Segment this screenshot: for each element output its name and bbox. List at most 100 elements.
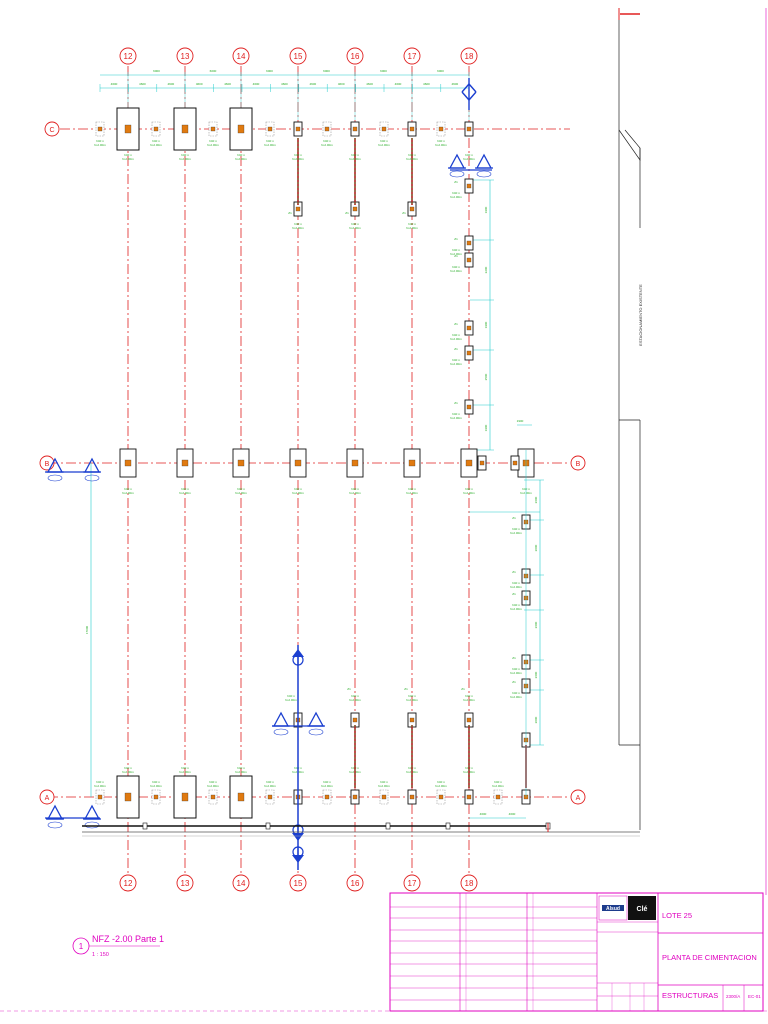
axis-bubble-16: [346, 47, 364, 65]
elevation-tag: [47, 821, 63, 829]
footing-note: N-2.00m: [321, 784, 333, 788]
footing-note: h40 n: [124, 766, 132, 770]
axis-label-12: 12: [124, 52, 133, 61]
footing-note: N-2.00m: [207, 784, 219, 788]
elevation-tag: [84, 821, 100, 829]
axis-label-B: B: [576, 461, 581, 468]
footing-note: h40 n: [452, 412, 460, 416]
footing-note: h40 n: [380, 780, 388, 784]
footing-note: h40 n: [512, 691, 520, 695]
dim-text-right: 2500: [484, 373, 488, 380]
axis-label-A: A: [576, 795, 581, 802]
dim-text-right: 1900: [484, 424, 488, 431]
pile-core: [295, 206, 301, 212]
pile-core: [153, 794, 159, 800]
pile-label: Z1: [454, 347, 458, 351]
footing-note: h40 n: [380, 139, 388, 143]
footing-note: N-2.00m: [450, 269, 462, 273]
axis-label-14: 14: [237, 52, 246, 61]
dim-text-span: 6000: [323, 69, 330, 73]
footing-note: N-2.00m: [378, 143, 390, 147]
footing-note: N-2.00m: [510, 531, 522, 535]
footing-note: N-2.00m: [94, 143, 106, 147]
elevation-tag: [476, 170, 492, 178]
pile-core: [324, 126, 330, 132]
axis-bubble-15: [289, 47, 307, 65]
pile-label: Z1: [461, 687, 465, 691]
footing-note: N-2.00m: [510, 671, 522, 675]
dim-text-top: 4600: [167, 82, 174, 86]
pile-core: [409, 206, 415, 212]
axis-label-18: 18: [465, 52, 474, 61]
footing-note: N-2.00m: [285, 698, 297, 702]
footing-note: N-2.00m: [235, 770, 247, 774]
view-scale: 1 : 150: [92, 952, 109, 958]
footing-note: h40 n: [408, 694, 416, 698]
column-core: [124, 792, 132, 802]
dim-text-top: 4600: [224, 82, 231, 86]
axis-bubble-B: [570, 455, 586, 471]
pile-core: [495, 794, 501, 800]
footing-note: N-2.00m: [235, 491, 247, 495]
footing-note: N-2.00m: [510, 695, 522, 699]
discipline: ESTRUCTURAS: [662, 991, 718, 1000]
dim-text-right-lower: 2600: [534, 621, 538, 628]
pile-core: [438, 126, 444, 132]
footing-note: h40 n: [465, 694, 473, 698]
footing-note: h40 n: [152, 139, 160, 143]
elevation-tag: [47, 474, 63, 482]
axis-bubble-A: [39, 789, 55, 805]
footing-note: N-2.00m: [150, 143, 162, 147]
footing-note: N-2.00m: [94, 784, 106, 788]
footing-note: N-2.00m: [510, 585, 522, 589]
pile-label: Z1: [454, 180, 458, 184]
axis-bubble-C: [44, 121, 60, 137]
dim-text-span: 6000: [210, 69, 217, 73]
column-core: [237, 792, 245, 802]
axis-bubble-13: [176, 47, 194, 65]
axis-bubble-A: [570, 789, 586, 805]
column-core: [124, 124, 132, 134]
footing-note: h40 n: [152, 780, 160, 784]
axis-label-17: 17: [408, 52, 417, 61]
pile-label: Z1: [512, 592, 516, 596]
pile-core: [466, 717, 472, 723]
dim-text-span: 6000: [380, 69, 387, 73]
footing-note: N-2.00m: [292, 226, 304, 230]
footing-note: N-2.00m: [463, 157, 475, 161]
dim-text-top: 4600: [395, 82, 402, 86]
dim-text-top: 4600: [281, 82, 288, 86]
dim-text-right: 1900: [484, 206, 488, 213]
pile-core: [97, 126, 103, 132]
column-core: [181, 459, 189, 467]
footing-note: N-2.00m: [435, 784, 447, 788]
footing-note: h40 n: [465, 487, 473, 491]
footing-note: h40 n: [294, 222, 302, 226]
axis-label-17: 17: [408, 879, 417, 888]
pile-core: [479, 460, 485, 466]
axis-label-18: 18: [465, 879, 474, 888]
pile-label: Z1: [512, 570, 516, 574]
footing-note: h40 n: [452, 191, 460, 195]
footing-note: N-2.00m: [179, 770, 191, 774]
dim-text-right-lower: 2600: [534, 496, 538, 503]
footing-note: h40 n: [452, 333, 460, 337]
footing-note: h40 n: [209, 780, 217, 784]
footing-note: N-2.00m: [510, 607, 522, 611]
column-core: [237, 124, 245, 134]
footing-note: h40 n: [209, 139, 217, 143]
view-number: 1: [79, 942, 84, 951]
pile-core: [512, 460, 518, 466]
pile-core: [381, 794, 387, 800]
pile-core: [466, 257, 472, 263]
footing-note: N-2.00m: [292, 491, 304, 495]
axis-label-15: 15: [294, 52, 303, 61]
pile-label: Z1: [345, 211, 349, 215]
axis-bubble-16: [346, 874, 364, 892]
pile-label: Z1: [288, 211, 292, 215]
pile-core: [210, 126, 216, 132]
wall-pier: [385, 822, 391, 830]
footing-note: h40 n: [181, 766, 189, 770]
elevation-marker: [448, 153, 466, 169]
